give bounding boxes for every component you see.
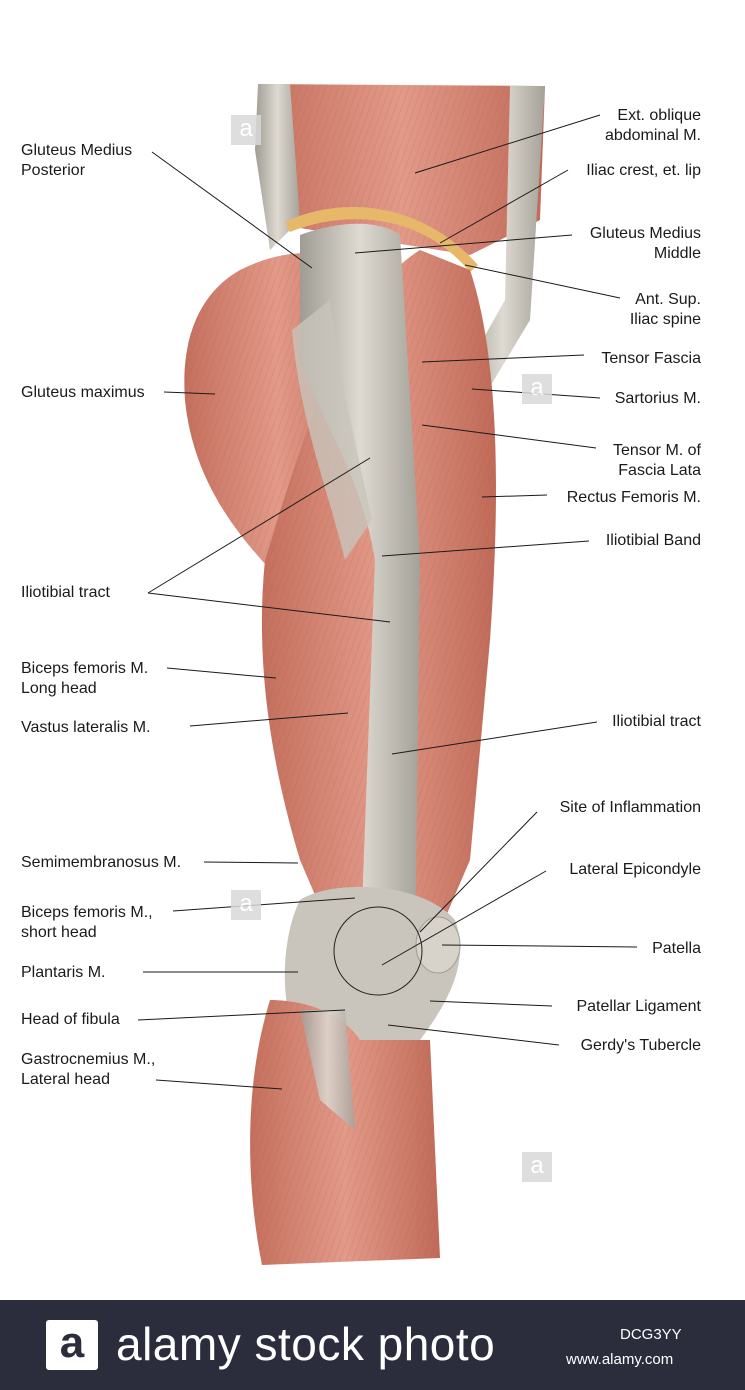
image-id: DCG3YY bbox=[620, 1326, 682, 1343]
label-patella: Patella bbox=[652, 940, 701, 957]
watermark-logo-icon: a bbox=[231, 115, 261, 145]
label-plantaris: Plantaris M. bbox=[21, 964, 106, 981]
thigh-anatomy-figure bbox=[137, 84, 638, 1265]
label-ant-sup-iliac-spine: Ant. Sup. Iliac spine bbox=[629, 291, 701, 328]
label-gluteus-maximus: Gluteus maximus bbox=[21, 384, 145, 401]
label-sartorius: Sartorius M. bbox=[614, 390, 701, 407]
label-gluteus-medius-middle: Gluteus Medius Middle bbox=[589, 225, 701, 262]
abdominal-fascia-strip bbox=[460, 86, 545, 420]
label-iliotibial-tract-upper: Iliotibial tract bbox=[21, 584, 110, 601]
label-biceps-femoris-short: Biceps femoris M., short head bbox=[21, 904, 153, 941]
brand-text: alamy stock photo bbox=[116, 1318, 496, 1370]
label-head-of-fibula: Head of fibula bbox=[21, 1011, 120, 1028]
label-iliotibial-tract-lower: Iliotibial tract bbox=[612, 713, 701, 730]
iliac-crest-shape bbox=[285, 207, 478, 272]
label-gerdys-tubercle: Gerdy's Tubercle bbox=[580, 1037, 701, 1054]
label-gluteus-medius-posterior: Gluteus Medius Posterior bbox=[21, 142, 133, 179]
watermark-logo-icon: a bbox=[231, 890, 261, 920]
label-tensor-fascia: Tensor Fascia bbox=[601, 350, 701, 367]
label-biceps-femoris-long: Biceps femoris M. Long head bbox=[21, 660, 149, 697]
label-iliac-crest: Iliac crest, et. lip bbox=[586, 162, 701, 179]
leader-lines bbox=[137, 114, 638, 1090]
website-link[interactable]: www.alamy.com bbox=[566, 1351, 674, 1368]
label-site-of-inflammation: Site of Inflammation bbox=[559, 799, 701, 816]
stock-photo-banner: a alamy stock photo DCG3YY www.alamy.com bbox=[0, 1300, 745, 1390]
label-semimembranosus: Semimembranosus M. bbox=[21, 854, 182, 871]
inflammation-circle bbox=[333, 906, 423, 996]
watermark-logo-icon: a bbox=[522, 374, 552, 404]
posterior-fascia-strip bbox=[255, 84, 300, 250]
knee-region bbox=[284, 886, 461, 1050]
label-lateral-epicondyle: Lateral Epicondyle bbox=[569, 861, 701, 878]
label-patellar-ligament: Patellar Ligament bbox=[576, 998, 701, 1015]
leg-drawing bbox=[184, 84, 545, 1265]
label-rectus-femoris: Rectus Femoris M. bbox=[566, 489, 701, 506]
label-iliotibial-band: Iliotibial Band bbox=[605, 532, 701, 549]
label-vastus-lateralis: Vastus lateralis M. bbox=[21, 719, 151, 736]
watermark-logo-icon: a bbox=[522, 1152, 552, 1182]
alamy-logo-icon: a bbox=[46, 1320, 98, 1370]
label-gastrocnemius: Gastrocnemius M., Lateral head bbox=[21, 1051, 156, 1088]
label-ext-oblique: Ext. oblique abdominal M. bbox=[604, 107, 701, 144]
label-tensor-fascia-lata: Tensor M. of Fascia Lata bbox=[612, 442, 701, 479]
